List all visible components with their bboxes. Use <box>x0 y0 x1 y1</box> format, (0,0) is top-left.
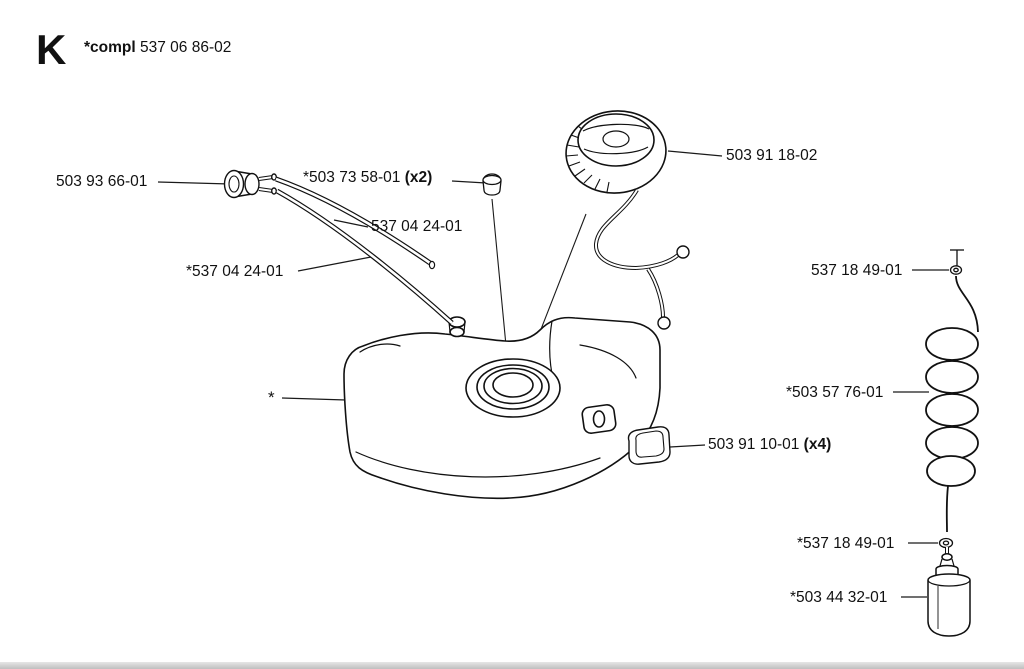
part-label-503-93-66-01: 503 93 66-01 <box>56 173 148 190</box>
fuel-line-grommet <box>223 169 278 199</box>
fuel-lines <box>275 176 454 325</box>
part-label-537-18-49-01-a: 537 18 49-01 <box>811 262 903 279</box>
filler-neck <box>465 358 561 418</box>
section-letter: K <box>36 26 68 73</box>
scan-edge-strip <box>0 662 1024 669</box>
assembly-prefix: *compl <box>84 39 136 56</box>
part-label-537-18-49-01-b: *537 18 49-01 <box>797 535 895 552</box>
part-label-503-44-32-01: *503 44 32-01 <box>790 589 888 606</box>
tank-bushing <box>627 426 671 465</box>
fuel-filter <box>927 547 971 637</box>
spiral-fuel-line <box>925 275 979 533</box>
part-label-503-57-76-01: *503 57 76-01 <box>786 384 884 401</box>
fuel-tank <box>343 316 661 500</box>
part-label-503-91-18-02: 503 91 18-02 <box>726 147 818 164</box>
tank-mounting-boss <box>581 404 617 434</box>
assembly-number-value: 537 06 86-02 <box>140 39 232 56</box>
vent-plug <box>482 173 502 196</box>
part-label-537-04-24-01-a: 537 04 24-01 <box>371 218 463 235</box>
part-label-537-04-24-01-b: *537 04 24-01 <box>186 263 284 280</box>
assembly-number: *compl 537 06 86-02 <box>84 39 231 57</box>
line-clip-bottom <box>938 537 954 549</box>
line-clip-top <box>949 249 964 275</box>
part-label-tank-asterisk: * <box>268 388 275 407</box>
part-label-503-73-58-01: *503 73 58-01 (x2) <box>303 169 433 186</box>
leader-lines <box>157 150 949 598</box>
fuel-cap <box>565 110 667 194</box>
cap-retainer-cord <box>594 188 690 330</box>
part-label-503-91-10-01: 503 91 10-01 (x4) <box>708 436 832 453</box>
